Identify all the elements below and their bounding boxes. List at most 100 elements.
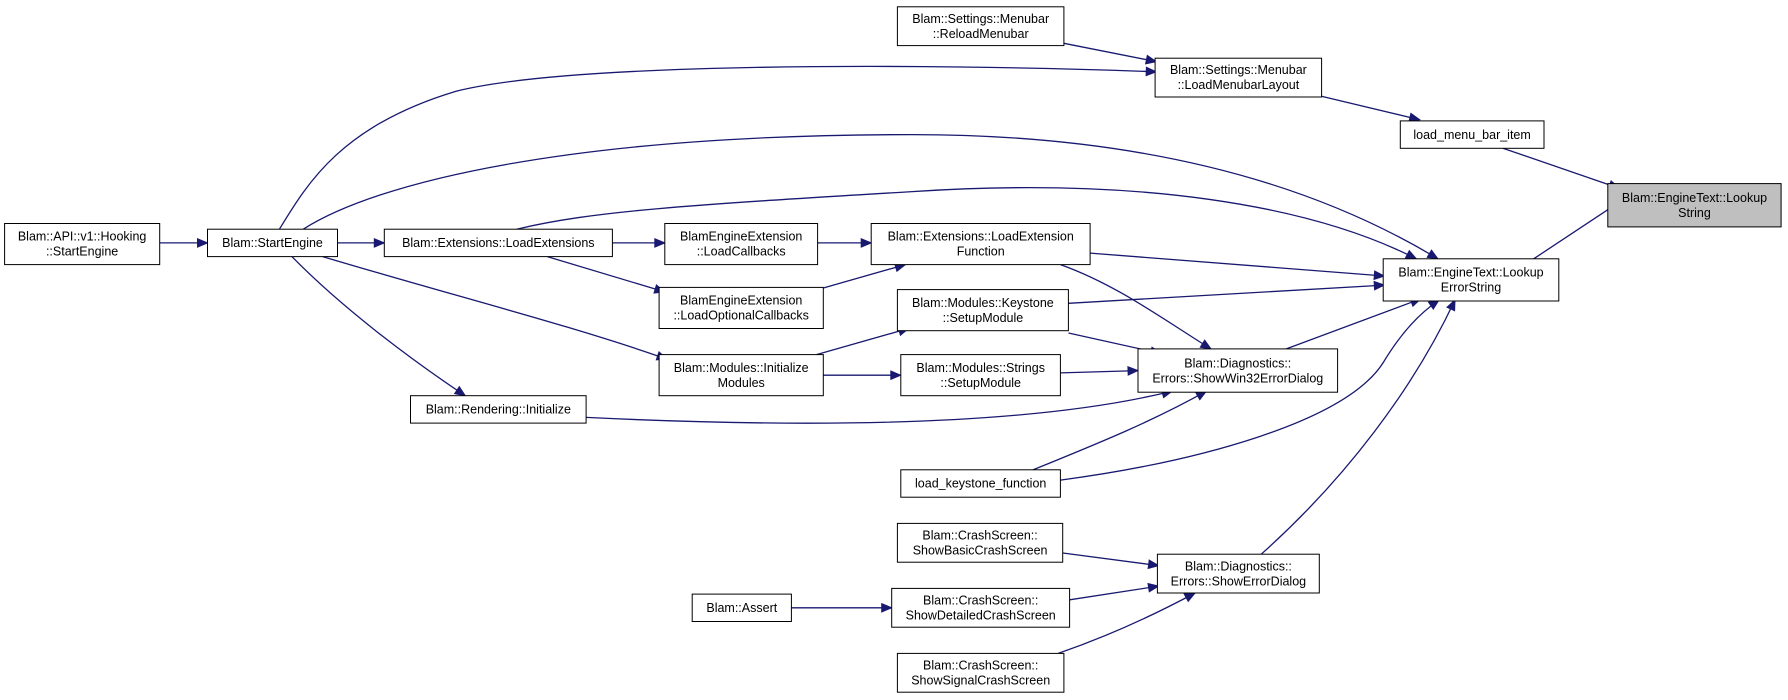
node-box <box>4 223 161 266</box>
edge-start_engine-to-load_extensions <box>337 237 386 248</box>
edge-line <box>291 256 466 397</box>
edge-hooking_start_engine-to-start_engine <box>159 237 209 248</box>
arrowhead <box>453 385 467 397</box>
arrowhead <box>1373 270 1386 281</box>
node-keystone-setup[interactable]: Blam::Modules::Keystone::SetupModule <box>896 289 1069 332</box>
edge-load_extension_function-to-lookup_error_string <box>1090 252 1386 281</box>
arrowhead <box>654 237 667 248</box>
node-load-menu-bar-item[interactable]: load_menu_bar_item <box>1399 120 1545 149</box>
call-nodes: Blam::EngineText::LookupStringBlam::Sett… <box>4 6 1782 693</box>
arrowhead <box>1147 559 1160 570</box>
node-box <box>896 6 1065 47</box>
node-box <box>896 652 1065 693</box>
edge-modules_initialize-to-strings_setup <box>823 370 903 381</box>
node-label-line: Blam::Settings::Menubar <box>1170 63 1307 77</box>
node-label-line: Blam::API::v1::Hooking <box>18 230 147 244</box>
arrowhead <box>1404 249 1418 260</box>
node-box <box>1399 120 1545 149</box>
edge-show_error_dialog-to-lookup_error_string <box>1260 298 1456 555</box>
node-label-line: Errors::ShowWin32ErrorDialog <box>1152 371 1323 385</box>
edge-line <box>516 187 1417 260</box>
edge-line <box>322 255 668 360</box>
edge-line <box>1502 147 1620 189</box>
node-strings-setup[interactable]: Blam::Modules::Strings::SetupModule <box>900 354 1061 397</box>
edge-line <box>586 390 1173 424</box>
edge-line <box>1069 585 1159 601</box>
node-label-line: String <box>1678 206 1711 220</box>
edge-load_keystone_function-to-show_win32_error_dialog <box>1032 390 1208 471</box>
edge-line <box>1060 263 1212 350</box>
node-box <box>207 228 338 258</box>
node-box <box>891 587 1071 628</box>
arrowhead <box>1147 582 1160 593</box>
node-show-basic-crash[interactable]: Blam::CrashScreen::ShowBasicCrashScreen <box>896 522 1064 563</box>
arrowhead <box>1446 298 1456 312</box>
node-load-menubar-layout[interactable]: Blam::Settings::Menubar::LoadMenubarLayo… <box>1154 57 1323 98</box>
node-start-engine[interactable]: Blam::StartEngine <box>207 228 338 258</box>
node-box <box>1156 553 1320 594</box>
node-label-line: Blam::Assert <box>706 601 777 615</box>
node-show-signal-crash[interactable]: Blam::CrashScreen::ShowSignalCrashScreen <box>896 652 1065 693</box>
arrowhead <box>881 602 893 613</box>
edge-line <box>1286 298 1422 350</box>
edge-line <box>1068 284 1385 304</box>
node-label-line: Blam::EngineText::Lookup <box>1398 266 1543 280</box>
node-show-error-dialog[interactable]: Blam::Diagnostics::Errors::ShowErrorDial… <box>1156 553 1320 594</box>
edge-keystone_setup-to-lookup_error_string <box>1068 280 1386 304</box>
node-load-callbacks[interactable]: BlamEngineExtension::LoadCallbacks <box>664 223 819 266</box>
node-label-line: ::SetupModule <box>940 376 1021 390</box>
node-box <box>1137 348 1339 393</box>
node-label-line: Blam::Extensions::LoadExtension <box>888 230 1074 244</box>
node-label-line: Blam::Modules::Keystone <box>912 296 1054 310</box>
call-edges <box>159 42 1630 655</box>
edge-load_extensions-to-load_optional_callbacks <box>547 255 667 294</box>
node-hooking-start-engine[interactable]: Blam::API::v1::Hooking::StartEngine <box>4 223 161 266</box>
node-box <box>1154 57 1323 98</box>
node-show-win32-error-dialog[interactable]: Blam::Diagnostics::Errors::ShowWin32Erro… <box>1137 348 1339 393</box>
node-label-line: Blam::Settings::Menubar <box>912 12 1049 26</box>
node-label-line: ::LoadCallbacks <box>697 245 786 259</box>
node-load-extensions[interactable]: Blam::Extensions::LoadExtensions <box>383 228 613 258</box>
node-box <box>1382 258 1560 302</box>
node-label-line: Errors::ShowErrorDialog <box>1171 574 1307 588</box>
node-reload-menubar[interactable]: Blam::Settings::Menubar::ReloadMenubar <box>896 6 1065 47</box>
node-box <box>896 289 1069 332</box>
node-label-line: BlamEngineExtension <box>680 294 802 308</box>
node-label-line: ::LoadMenubarLayout <box>1178 78 1300 92</box>
node-box <box>1607 183 1782 228</box>
edge-line <box>1260 299 1456 555</box>
node-box <box>658 354 824 397</box>
node-box <box>896 522 1064 563</box>
node-label-line: ::SetupModule <box>943 311 1024 325</box>
arrowhead <box>373 237 386 248</box>
node-load-optional-callbacks[interactable]: BlamEngineExtension::LoadOptionalCallbac… <box>658 286 824 329</box>
node-label-line: load_keystone_function <box>915 477 1046 491</box>
edge-line <box>1063 42 1157 63</box>
node-label-line: Blam::CrashScreen:: <box>922 529 1037 543</box>
node-rendering-initialize[interactable]: Blam::Rendering::Initialize <box>410 395 587 424</box>
edge-line <box>278 65 1157 230</box>
node-label-line: ::StartEngine <box>46 245 118 259</box>
node-label-line: ErrorString <box>1441 281 1501 295</box>
node-assert[interactable]: Blam::Assert <box>691 593 792 622</box>
arrowhead <box>890 370 903 381</box>
node-label-line: Blam::StartEngine <box>222 236 323 250</box>
arrowhead <box>1408 112 1421 123</box>
node-label-line: ShowSignalCrashScreen <box>911 674 1050 688</box>
node-box <box>870 223 1091 266</box>
node-box <box>900 469 1061 498</box>
node-load-keystone-function[interactable]: load_keystone_function <box>900 469 1061 498</box>
edge-modules_initialize-to-keystone_setup <box>816 326 911 356</box>
node-label-line: load_menu_bar_item <box>1413 128 1530 142</box>
edge-line <box>547 255 665 293</box>
node-show-detailed-crash[interactable]: Blam::CrashScreen::ShowDetailedCrashScre… <box>891 587 1071 628</box>
edge-line <box>1060 299 1440 481</box>
node-label-line: Blam::EngineText::Lookup <box>1622 191 1767 205</box>
node-box <box>900 354 1061 397</box>
node-label-line: BlamEngineExtension <box>680 230 802 244</box>
